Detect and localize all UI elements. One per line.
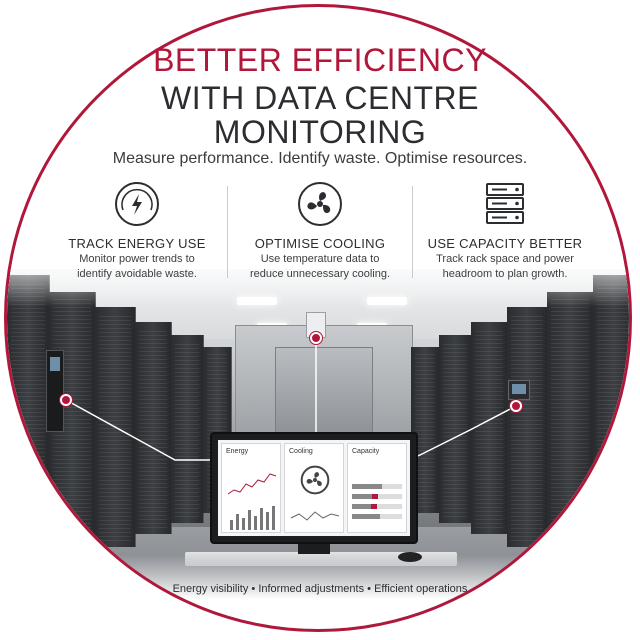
- rack-panel-display: [508, 380, 530, 400]
- feature-desc-line: identify avoidable waste.: [77, 268, 197, 280]
- panel-label: Energy: [226, 448, 249, 455]
- feature-title: TRACK ENERGY USE: [68, 236, 206, 251]
- monitor-stand: [298, 544, 330, 554]
- monitor: Energy Cooling: [210, 432, 418, 544]
- gauge-bolt-icon: [115, 182, 159, 226]
- feature-desc-line: reduce unnecessary cooling.: [249, 268, 391, 280]
- feature-desc-line: headroom to plan growth.: [442, 268, 568, 280]
- feature-desc-line: Monitor power trends to: [79, 253, 195, 265]
- title-line-3: MONITORING: [213, 114, 427, 150]
- fan-icon: [298, 182, 342, 226]
- feature-desc-line: Use temperature data to: [260, 253, 380, 265]
- energy-bar: [230, 520, 233, 530]
- energy-bar: [236, 514, 239, 530]
- dashboard-panel-energy: Energy: [221, 443, 281, 533]
- server-rack: [7, 275, 50, 575]
- rack-panel-screen: [512, 384, 526, 394]
- panel-label: Cooling: [289, 448, 313, 455]
- energy-bar: [254, 516, 257, 530]
- callout-line-left: [65, 399, 214, 461]
- dashboard-panel-capacity: Capacity: [347, 443, 407, 533]
- server-rack: [135, 322, 172, 534]
- energy-bar: [248, 510, 251, 530]
- energy-trend-line: [227, 473, 277, 495]
- footer-tagline: Energy visibility • Informed adjustments…: [172, 583, 468, 595]
- feature-energy: TRACK ENERGY USE Monitor power trends to…: [52, 180, 222, 281]
- capacity-bar: [352, 504, 402, 509]
- power-strip-device: [46, 350, 64, 432]
- callout-dot: [60, 394, 72, 406]
- capacity-bar: [352, 494, 402, 499]
- capacity-fill: [352, 514, 380, 519]
- dashboard-panel-cooling: Cooling: [284, 443, 344, 533]
- power-strip-display: [50, 357, 60, 371]
- callout-dot: [510, 400, 522, 412]
- top-fade: [7, 247, 629, 307]
- feature-cooling: OPTIMISE COOLING Use temperature data to…: [235, 180, 405, 281]
- capacity-fill-alert: [371, 504, 377, 509]
- panel-label: Capacity: [352, 448, 380, 455]
- feature-desc-line: Track rack space and power: [436, 253, 574, 265]
- column-divider: [227, 186, 228, 278]
- subtitle: Measure performance. Identify waste. Opt…: [112, 150, 528, 167]
- callout-line-right: [417, 405, 517, 457]
- feature-capacity: USE CAPACITY BETTER Track rack space and…: [420, 180, 590, 281]
- capacity-fill: [352, 504, 371, 509]
- server-rack: [547, 292, 594, 562]
- server-rack: [171, 335, 204, 523]
- dashboard-screen: Energy Cooling: [218, 440, 410, 536]
- server-rack-icon: [486, 183, 524, 224]
- capacity-fill: [352, 494, 372, 499]
- energy-bar: [266, 512, 269, 530]
- energy-bar: [272, 506, 275, 530]
- column-divider: [412, 186, 413, 278]
- bottom-fade: [7, 555, 629, 629]
- fan-icon: [300, 465, 330, 495]
- feature-title: USE CAPACITY BETTER: [427, 236, 583, 251]
- feature-title: OPTIMISE COOLING: [254, 236, 386, 251]
- server-rack: [593, 275, 629, 575]
- capacity-fill: [352, 484, 382, 489]
- title-line-1: BETTER EFFICIENCY: [153, 42, 487, 78]
- energy-bar: [242, 518, 245, 530]
- computer-mouse: [398, 552, 422, 562]
- cooling-trend-line: [290, 511, 340, 521]
- capacity-fill-alert: [372, 494, 378, 499]
- back-door: [275, 347, 373, 435]
- title-line-2: WITH DATA CENTRE: [161, 80, 479, 116]
- capacity-bar: [352, 514, 402, 519]
- cooling-trend-chart: [290, 511, 340, 521]
- capacity-bar: [352, 484, 402, 489]
- energy-chart: [227, 473, 277, 530]
- server-rack: [507, 307, 548, 547]
- energy-bar: [260, 508, 263, 530]
- callout-dot: [310, 332, 322, 344]
